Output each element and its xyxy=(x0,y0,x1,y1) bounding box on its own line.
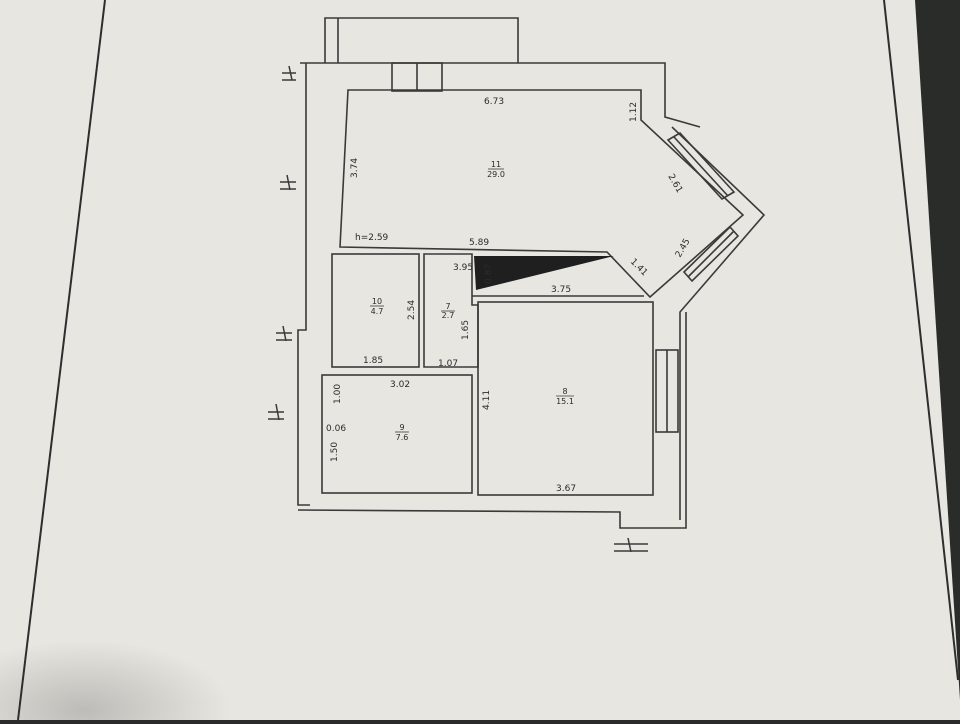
room-8-area: 15.1 xyxy=(556,397,574,406)
dim-label: 3.02 xyxy=(390,380,410,390)
room-7-area: 2.7 xyxy=(442,311,455,320)
room-10-outline xyxy=(331,253,420,368)
bay-window-upper xyxy=(666,131,736,201)
dim-label: 0.06 xyxy=(326,424,346,434)
room-9-number: 9 xyxy=(399,423,404,432)
bay-window-lower xyxy=(682,225,740,283)
break-mark xyxy=(280,174,296,191)
wall-fill-triangle xyxy=(474,256,614,290)
balcony-outline xyxy=(324,17,519,63)
dim-label: 1.00 xyxy=(333,384,343,404)
outer-wall-left xyxy=(297,63,310,506)
room-9-outline xyxy=(321,374,473,494)
dim-label: 1.85 xyxy=(363,356,383,366)
dim-label: 1.07 xyxy=(438,359,458,369)
frame-line-right xyxy=(883,0,959,681)
room-9-area: 7.6 xyxy=(396,433,409,442)
bay-window-upper-pane xyxy=(673,136,729,197)
room-10-number: 10 xyxy=(372,297,382,306)
dim-label: 2.54 xyxy=(407,300,417,320)
room-7-number: 7 xyxy=(445,302,450,311)
dim-label: 1.65 xyxy=(461,320,471,340)
outer-wall-bottom xyxy=(297,312,687,529)
dim-label: 1.50 xyxy=(330,442,340,462)
break-mark xyxy=(268,403,284,421)
room-11-number: 11 xyxy=(491,160,501,169)
outer-wall-top xyxy=(300,62,701,128)
break-mark xyxy=(282,65,296,81)
room-11-area: 29.0 xyxy=(487,170,505,179)
room-8-number: 8 xyxy=(562,387,567,396)
room-10-area: 4.7 xyxy=(371,307,384,316)
walls xyxy=(297,17,766,529)
outer-wall-bay xyxy=(671,126,766,520)
room-11-outline xyxy=(339,89,745,299)
dim-label: 0.87 xyxy=(484,264,494,284)
dim-label: 3.75 xyxy=(551,285,571,295)
dim-label: 3.74 xyxy=(350,158,360,178)
paper-shadow xyxy=(0,520,420,720)
ceiling-height-label: h=2.59 xyxy=(355,233,389,243)
dim-label: 6.73 xyxy=(484,97,504,107)
dim-label: 3.95 xyxy=(453,263,473,273)
dim-label: 5.89 xyxy=(469,238,489,248)
break-mark xyxy=(276,325,292,342)
dim-label: 1.12 xyxy=(629,102,639,122)
break-mark xyxy=(614,537,648,553)
dim-label: 4.11 xyxy=(482,390,492,410)
room-8-outline xyxy=(477,301,654,496)
room-labels: 11 29.0 10 4.7 7 2.7 8 15.1 9 7.6 xyxy=(370,160,574,442)
dim-label: 3.67 xyxy=(556,484,576,494)
bay-window-lower-pane xyxy=(687,230,735,278)
break-marks xyxy=(268,65,648,553)
frame-line-left xyxy=(17,0,106,721)
